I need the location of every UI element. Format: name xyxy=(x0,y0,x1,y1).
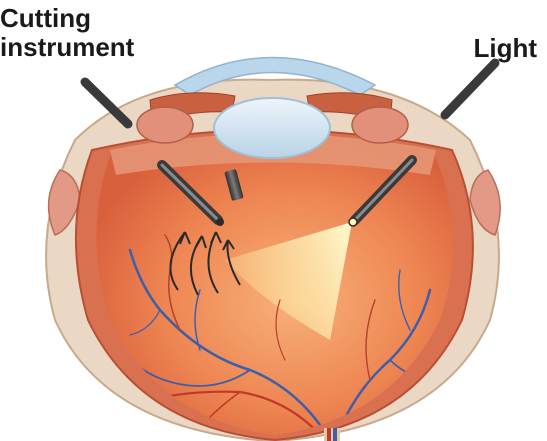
cutting-instrument-label: Cutting instrument xyxy=(0,4,134,62)
light-label: Light xyxy=(473,34,537,63)
lens xyxy=(214,98,330,158)
cutting-label-line2: instrument xyxy=(0,32,134,62)
cutting-label-line1: Cutting xyxy=(0,3,91,33)
ciliary-body-right xyxy=(352,107,408,143)
ciliary-body-left xyxy=(137,107,193,143)
optic-nerve xyxy=(324,428,340,441)
